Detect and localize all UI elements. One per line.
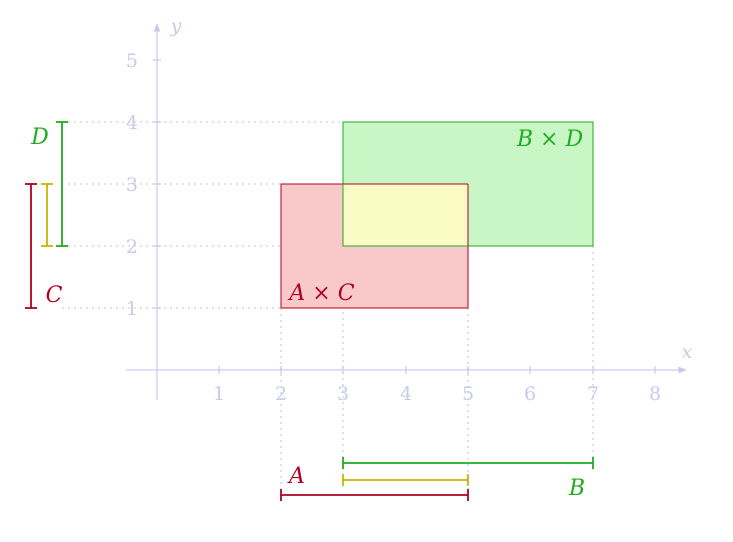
b-times-d-label: B × D bbox=[516, 127, 584, 152]
interval-a-intersect-b bbox=[342, 474, 469, 486]
interval-a-label: A bbox=[287, 464, 305, 489]
x-tick-label: 2 bbox=[275, 383, 287, 405]
interval-d-label: D bbox=[30, 125, 49, 150]
x-tick-label: 5 bbox=[462, 383, 474, 405]
interval-b-label: B bbox=[568, 476, 585, 501]
interval-c-intersect-d bbox=[41, 183, 53, 247]
y-tick-label: 2 bbox=[126, 236, 138, 258]
x-tick-label: 3 bbox=[337, 383, 349, 405]
y-tick-label: 5 bbox=[126, 50, 138, 72]
a-times-c-label: A × C bbox=[287, 281, 354, 306]
interval-c-label: C bbox=[46, 283, 63, 308]
interval-d bbox=[56, 121, 68, 247]
y-tick-marks bbox=[153, 59, 161, 309]
y-tick-label: 1 bbox=[126, 298, 138, 320]
x-tick-marks bbox=[218, 366, 656, 374]
interval-a bbox=[280, 489, 469, 501]
x-tick-label: 6 bbox=[524, 383, 536, 405]
intersection-rectangle bbox=[343, 184, 468, 246]
y-tick-label: 3 bbox=[126, 174, 138, 196]
x-tick-label: 8 bbox=[649, 383, 661, 405]
y-tick-label: 4 bbox=[126, 112, 138, 134]
interval-b bbox=[342, 457, 594, 469]
x-axis-label: x bbox=[682, 341, 693, 363]
interval-c bbox=[25, 183, 37, 309]
x-tick-label: 4 bbox=[400, 383, 412, 405]
x-tick-label: 7 bbox=[587, 383, 599, 405]
x-tick-label: 1 bbox=[213, 383, 225, 405]
y-axis-label: y bbox=[170, 15, 182, 37]
